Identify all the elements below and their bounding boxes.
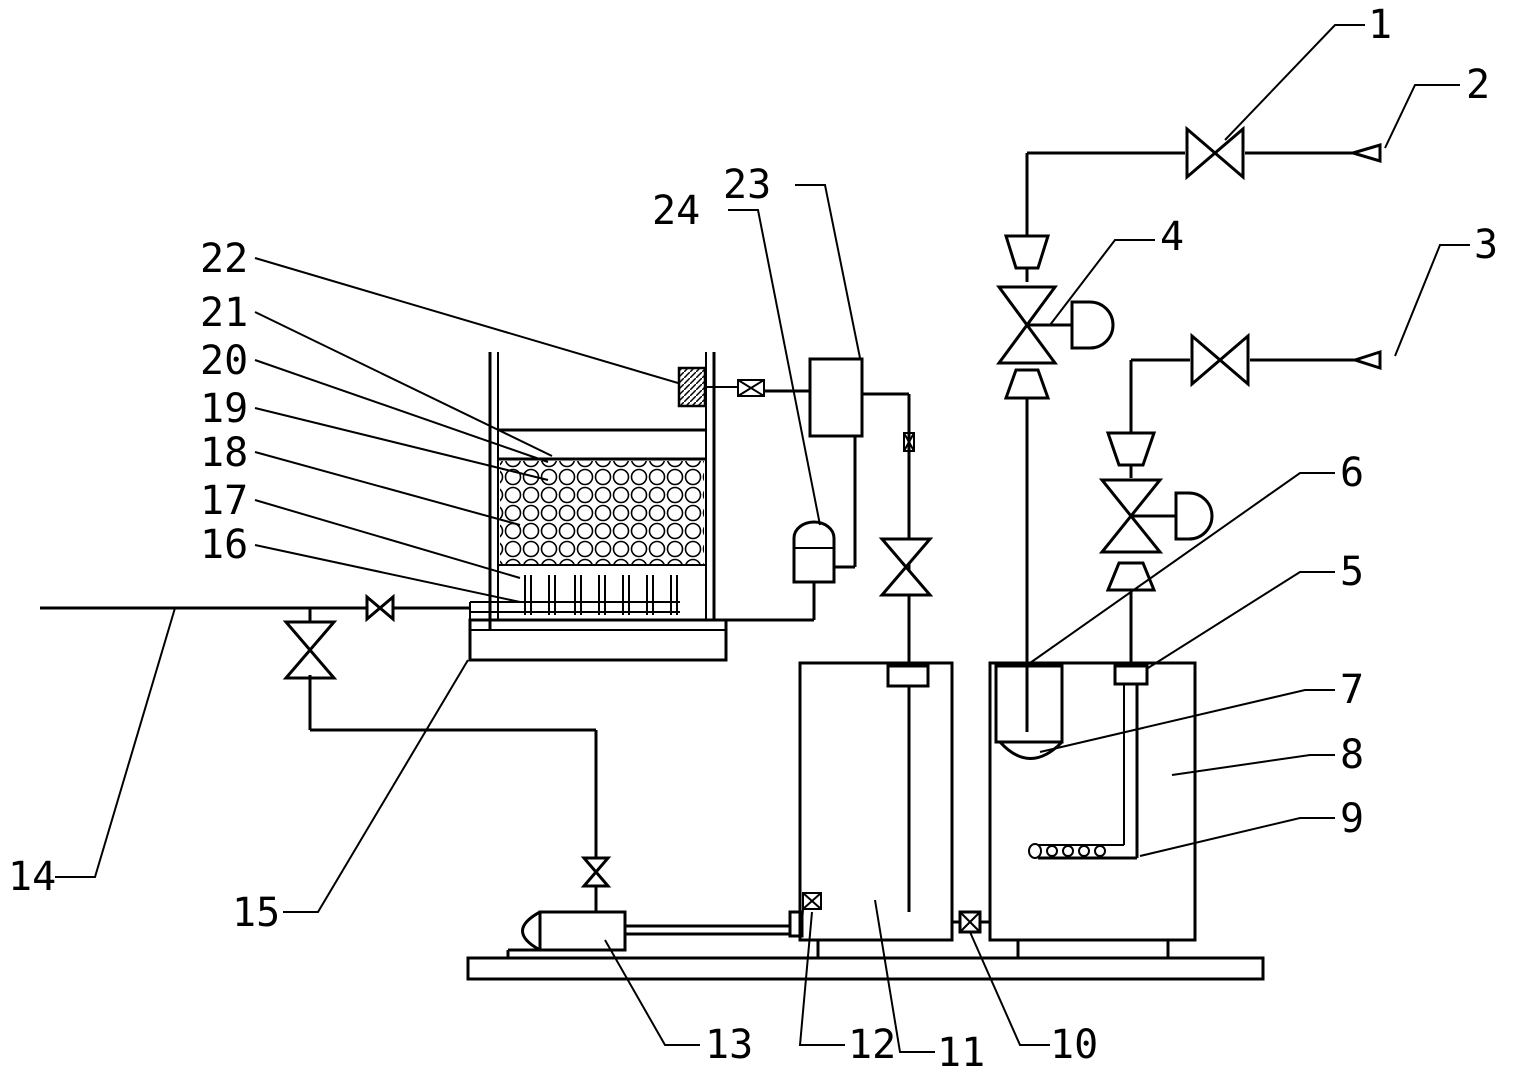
base-platform bbox=[466, 940, 1265, 981]
label-5: 5 bbox=[1340, 549, 1364, 595]
label-10: 10 bbox=[1050, 1022, 1098, 1068]
label-17: 17 bbox=[200, 478, 248, 524]
control-valve-lower-icon bbox=[1098, 478, 1214, 554]
label-4: 4 bbox=[1160, 214, 1184, 260]
distribution-nozzles bbox=[524, 575, 678, 615]
pump-13 bbox=[521, 730, 804, 952]
callout-labels: 1 2 3 4 5 6 7 8 9 10 11 12 13 14 15 16 1… bbox=[8, 2, 1498, 1072]
connector-valve-10-icon bbox=[952, 910, 990, 934]
biofilter-column bbox=[468, 352, 810, 662]
valve-effluent-icon bbox=[365, 595, 395, 621]
label-18: 18 bbox=[200, 430, 248, 476]
label-14: 14 bbox=[8, 854, 56, 900]
gas-line-upper bbox=[996, 127, 1382, 732]
label-1: 1 bbox=[1368, 2, 1392, 48]
label-2: 2 bbox=[1466, 62, 1490, 108]
reactor-tank-8 bbox=[988, 661, 1197, 942]
label-12: 12 bbox=[848, 1022, 896, 1068]
label-16: 16 bbox=[200, 522, 248, 568]
storage-tank-11 bbox=[798, 400, 954, 942]
label-19: 19 bbox=[200, 386, 248, 432]
valve-pump-outlet-icon bbox=[582, 856, 610, 888]
label-15: 15 bbox=[232, 890, 280, 936]
label-21: 21 bbox=[200, 290, 248, 336]
valve-tank11-inlet-icon bbox=[880, 537, 932, 597]
label-6: 6 bbox=[1340, 450, 1364, 496]
label-11: 11 bbox=[937, 1030, 985, 1072]
check-valve-12-icon bbox=[802, 892, 822, 910]
leader-lines bbox=[55, 24, 1470, 1053]
label-22: 22 bbox=[200, 236, 248, 282]
controller-23 bbox=[808, 357, 911, 569]
label-24: 24 bbox=[652, 188, 700, 234]
effluent-pipe-14 bbox=[40, 595, 596, 732]
label-9: 9 bbox=[1340, 796, 1364, 842]
meter-24 bbox=[726, 520, 836, 622]
aerator-9-icon bbox=[1046, 845, 1106, 857]
valve-1-icon bbox=[1185, 127, 1245, 179]
control-valve-4-icon bbox=[996, 285, 1115, 365]
label-23: 23 bbox=[723, 162, 771, 208]
label-13: 13 bbox=[705, 1022, 753, 1068]
label-3: 3 bbox=[1474, 222, 1498, 268]
valve-3-line-icon bbox=[1190, 334, 1250, 386]
packing-media bbox=[500, 461, 704, 565]
gas-distributor-22 bbox=[677, 366, 707, 408]
label-7: 7 bbox=[1340, 667, 1364, 713]
valve-recirc-icon bbox=[284, 620, 336, 680]
gas-line-lower bbox=[1098, 334, 1382, 666]
label-8: 8 bbox=[1340, 732, 1364, 778]
label-20: 20 bbox=[200, 338, 248, 384]
